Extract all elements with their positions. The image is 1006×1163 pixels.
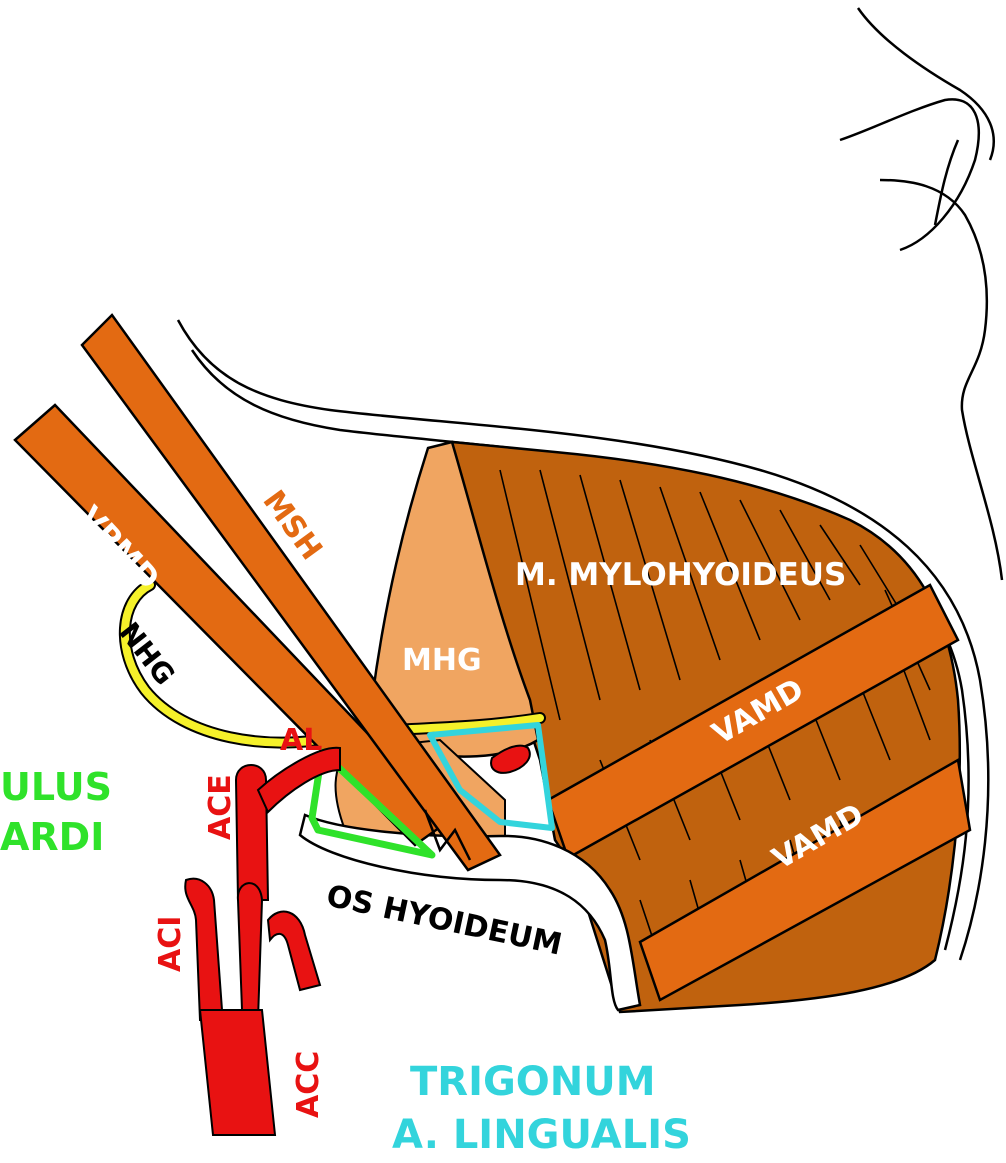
label-mylohyoideus: M. MYLOHYOIDEUS: [515, 557, 846, 593]
label-os-hyoideum: OS HYOIDEUM: [323, 879, 565, 963]
label-ardi: ARDI: [0, 815, 104, 859]
label-al: AL: [280, 723, 322, 758]
label-mhg: MHG: [402, 643, 482, 678]
label-trigonum-line2: A. LINGUALIS: [392, 1112, 691, 1158]
face-profile-outline: [840, 8, 1002, 580]
label-aci: ACI: [153, 916, 188, 972]
label-trigonum-line1: TRIGONUM: [410, 1059, 656, 1105]
label-acc: ACC: [291, 1051, 326, 1118]
label-ulus: ULUS: [0, 765, 112, 809]
label-ace: ACE: [203, 774, 238, 840]
